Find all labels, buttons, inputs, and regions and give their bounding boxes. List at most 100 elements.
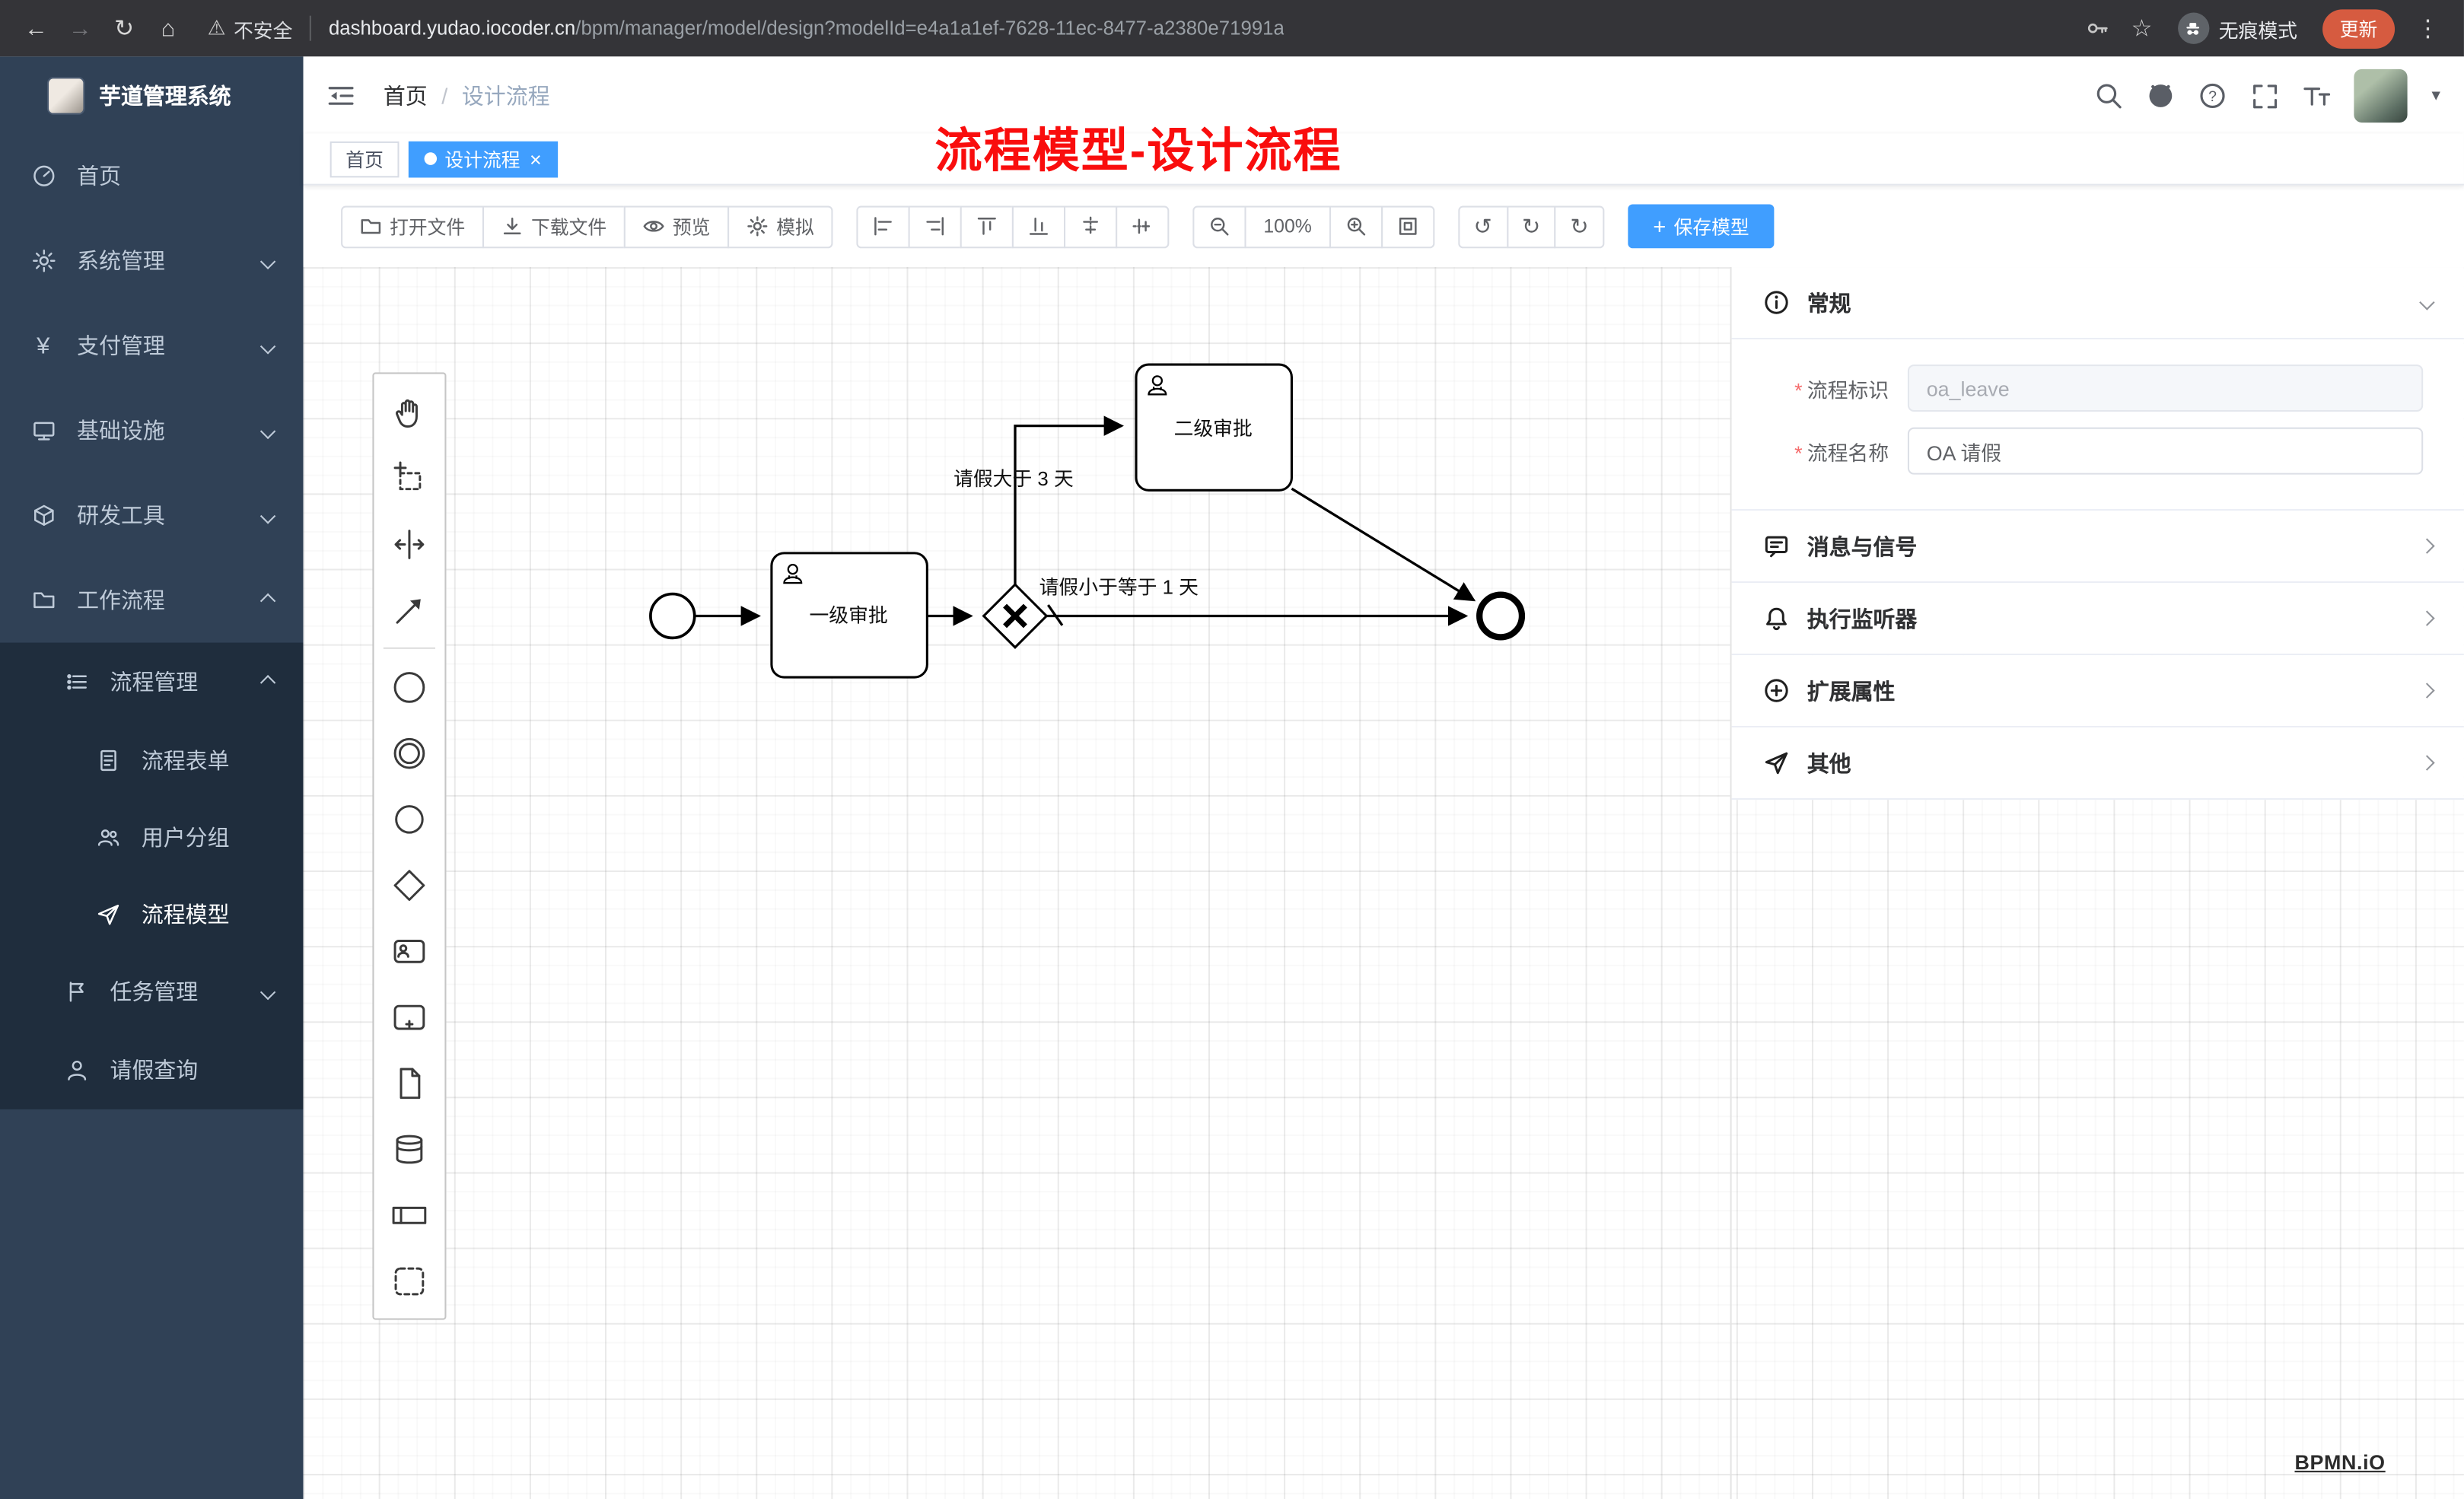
open-file-button[interactable]: 打开文件 (341, 205, 485, 248)
forward-icon[interactable]: → (68, 14, 92, 42)
flow-gateway-to-task2[interactable] (1014, 415, 1125, 585)
condition-label-le1[interactable]: 请假小于等于 1 天 (1039, 577, 1199, 599)
warning-icon: ⚠ (207, 15, 226, 40)
properties-panel: 常规 *流程标识 *流程名称 (1730, 267, 2464, 1499)
tag-home[interactable]: 首页 (329, 140, 400, 177)
sidebar-item-payment[interactable]: ¥ 支付管理 (0, 304, 304, 389)
chevron-down-icon (259, 253, 276, 269)
sidebar-item-system[interactable]: 系统管理 (0, 218, 304, 304)
breadcrumb-home[interactable]: 首页 (383, 82, 428, 108)
create-gateway[interactable] (374, 851, 444, 918)
fullscreen-icon[interactable] (2251, 81, 2279, 109)
zoom-in-icon (1347, 218, 1365, 236)
condition-label-gt3[interactable]: 请假大于 3 天 (953, 468, 1074, 490)
start-event[interactable] (649, 592, 696, 640)
sidebar-item-process-form[interactable]: 流程表单 (0, 721, 304, 798)
process-name-input[interactable] (1907, 427, 2424, 475)
app-header: 首页 / 设计流程 ? (303, 56, 2464, 134)
align-bottom-button[interactable] (1011, 205, 1066, 248)
workflow-submenu: 流程管理 流程表单 用户分组 (0, 642, 304, 1109)
create-start-event[interactable] (374, 654, 444, 720)
github-icon[interactable] (2147, 81, 2176, 109)
chevron-down-icon (259, 338, 276, 354)
lasso-tool[interactable] (374, 444, 444, 511)
create-intermediate-event[interactable] (374, 720, 444, 786)
panel-section-execution-listener[interactable]: 执行监听器 (1731, 583, 2464, 656)
zoom-level-button[interactable]: 100% (1244, 205, 1331, 248)
zoom-in-button[interactable] (1329, 205, 1383, 248)
save-model-button[interactable]: + 保存模型 (1628, 204, 1775, 249)
simulate-button[interactable]: 模拟 (727, 205, 833, 248)
sidebar-item-home[interactable]: 首页 (0, 134, 304, 219)
create-task[interactable] (374, 918, 444, 984)
panel-section-other[interactable]: 其他 (1731, 727, 2464, 800)
zoom-out-button[interactable] (1192, 205, 1246, 248)
app-logo[interactable]: 芋道管理系统 (0, 56, 304, 133)
panel-section-general[interactable]: 常规 (1731, 267, 2464, 340)
bpmn-io-logo[interactable]: BPMN.iO (2294, 1450, 2386, 1474)
redo-button[interactable]: ↻ (1506, 205, 1556, 248)
flow-task2-to-end[interactable] (1291, 487, 1476, 602)
help-icon[interactable]: ? (2199, 81, 2227, 109)
browser-menu-icon[interactable]: ⋮ (2415, 15, 2440, 43)
default-flow-marker (1046, 604, 1064, 626)
send-icon (1765, 752, 1788, 775)
home-icon[interactable]: ⌂ (161, 14, 176, 42)
create-data-store[interactable] (374, 1115, 444, 1182)
user-task-second-approval[interactable] (1135, 363, 1293, 492)
reload-icon[interactable]: ↻ (114, 15, 135, 43)
user-avatar[interactable] (2354, 68, 2408, 123)
search-icon[interactable] (2096, 81, 2124, 109)
eye-icon (643, 221, 664, 232)
align-top-button[interactable] (960, 205, 1014, 248)
create-data-object[interactable] (374, 1049, 444, 1115)
process-key-input[interactable] (1907, 364, 2424, 412)
sidebar-item-task-management[interactable]: 任务管理 (0, 952, 304, 1030)
close-icon[interactable]: × (529, 147, 542, 171)
align-right-button[interactable] (908, 205, 962, 248)
task2-label: 二级审批 (1174, 418, 1253, 440)
sidebar-item-leave-query[interactable]: 请假查询 (0, 1031, 304, 1109)
sidebar-item-user-group[interactable]: 用户分组 (0, 798, 304, 875)
update-button[interactable]: 更新 (2322, 8, 2396, 48)
back-icon[interactable]: ← (24, 14, 48, 42)
restart-button[interactable]: ↻ (1554, 205, 1605, 248)
create-subprocess[interactable] (374, 984, 444, 1050)
panel-section-extension-properties[interactable]: 扩展属性 (1731, 655, 2464, 728)
undo-button[interactable]: ↺ (1457, 205, 1508, 248)
address-bar[interactable]: dashboard.yudao.iocoder.cn/bpm/manager/m… (329, 18, 1285, 40)
zoom-reset-button[interactable] (1380, 205, 1434, 248)
document-icon (94, 747, 121, 772)
avatar-caret-icon[interactable]: ▾ (2431, 86, 2440, 106)
font-size-icon[interactable] (2303, 81, 2332, 109)
create-participant[interactable] (374, 1182, 444, 1248)
plus-circle-icon (1765, 679, 1788, 702)
align-center-horizontal-button[interactable] (1064, 205, 1118, 248)
password-key-icon[interactable] (2077, 8, 2119, 49)
bookmark-star-icon[interactable]: ☆ (2131, 15, 2153, 43)
space-tool[interactable] (374, 511, 444, 577)
panel-section-message-signal[interactable]: 消息与信号 (1731, 511, 2464, 584)
site-security-indicator[interactable]: ⚠ 不安全 (208, 14, 293, 43)
global-connect-tool[interactable] (374, 577, 444, 643)
sidebar-item-process-model[interactable]: 流程模型 (0, 875, 304, 952)
create-group[interactable] (374, 1248, 444, 1314)
sidebar-item-devtools[interactable]: 研发工具 (0, 473, 304, 559)
tag-label: 设计流程 (444, 148, 520, 171)
sidebar-item-label: 流程模型 (141, 901, 230, 927)
bpmn-canvas[interactable]: 一级审批 二级审批 请假大于 3 天 (303, 267, 2464, 1499)
hand-tool[interactable] (374, 379, 444, 445)
end-event[interactable] (1476, 591, 1526, 641)
download-file-button[interactable]: 下载文件 (482, 205, 626, 248)
sidebar-item-process-management[interactable]: 流程管理 (0, 643, 304, 721)
menu-fold-icon[interactable] (327, 81, 355, 109)
sidebar-item-label: 请假查询 (110, 1057, 199, 1083)
tag-design-process[interactable]: 设计流程 × (408, 140, 558, 177)
sidebar-item-infrastructure[interactable]: 基础设施 (0, 388, 304, 473)
user-task-first-approval[interactable] (770, 552, 928, 679)
align-left-button[interactable] (856, 205, 910, 248)
align-center-vertical-button[interactable] (1116, 205, 1170, 248)
sidebar-item-workflow[interactable]: 工作流程 (0, 558, 304, 643)
create-end-event[interactable] (374, 786, 444, 852)
preview-button[interactable]: 预览 (623, 205, 730, 248)
